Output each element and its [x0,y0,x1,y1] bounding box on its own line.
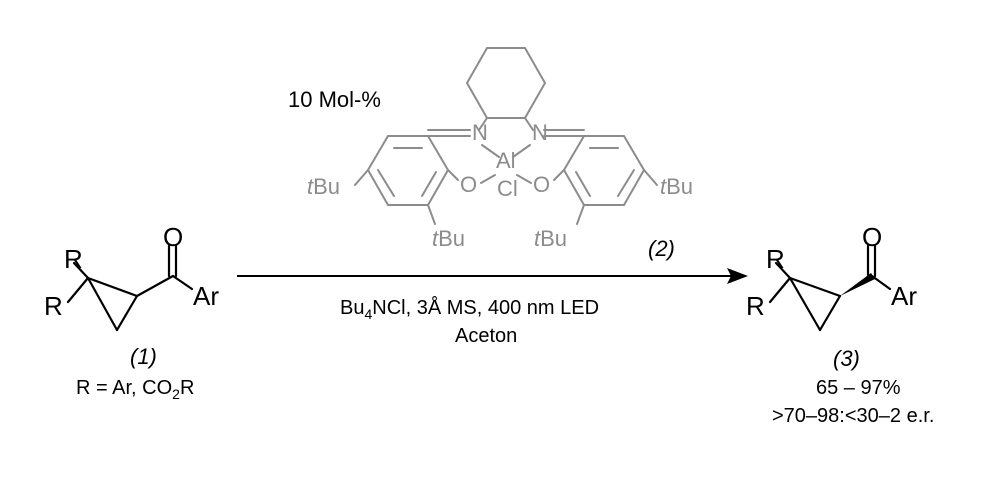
reactant-aryl: Ar [193,281,219,311]
reactant-structure [66,244,194,332]
reactant-condition: R = Ar, CO2R [76,377,195,402]
catalyst-aluminium: Al [496,148,516,173]
product-oxygen: O [862,222,883,252]
product-r-top: R [766,244,785,274]
catalyst-tbu-bottom-left: tBu [432,226,466,251]
catalyst-chlorine: Cl [497,176,518,201]
product-label: (3) [833,346,860,371]
product-wedge-bond [840,273,875,296]
product-structure [768,244,892,332]
product-yield: 65 – 97% [816,377,901,399]
reactant-r-left: R [44,291,63,321]
catalyst-tbu-bottom-right: tBu [534,226,568,251]
reaction-arrow [237,268,748,284]
reactant-oxygen: O [163,222,184,252]
catalyst-tbu-left: tBu [307,174,341,199]
catalyst-o-left: O [460,172,478,197]
catalyst-o-right: O [533,172,551,197]
catalyst-tbu-right: tBu [660,174,694,199]
catalyst-structure [354,47,658,225]
reactant-r-top: R [64,244,83,274]
catalyst-loading: 10 Mol-% [288,87,381,112]
product-r-left: R [746,291,765,321]
conditions-reagents: Bu4NCl, 3Å MS, 400 nm LED [340,297,600,322]
product-er: >70–98:<30–2 e.r. [772,405,935,427]
catalyst-n-left: N [472,120,488,145]
catalyst-n-right: N [532,120,548,145]
reactant-label: (1) [130,344,157,369]
product-aryl: Ar [891,281,917,311]
catalyst-label: (2) [648,236,675,261]
conditions-solvent: Aceton [455,325,518,347]
